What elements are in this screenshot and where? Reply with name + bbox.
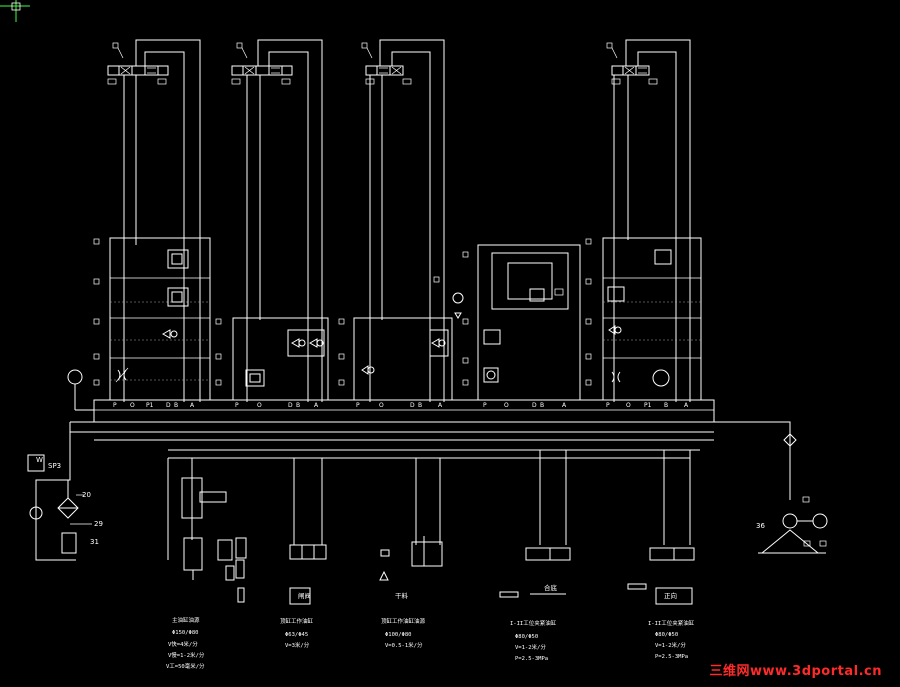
tag-29: 29	[94, 520, 103, 528]
port-label: D	[532, 402, 537, 409]
port-label: B	[418, 402, 422, 409]
caption-line: Φ80/Φ50	[515, 634, 538, 640]
cylinder-2: 闸阀	[289, 458, 327, 605]
cylinder-label: 正向	[664, 591, 677, 600]
caption-2: 顶缸工作油缸 Φ63/Φ45 V=3米/分	[280, 617, 314, 649]
cylinder-mid-label: 干料	[395, 591, 409, 600]
port-label: P1	[146, 402, 154, 409]
port-label: D	[288, 402, 293, 409]
cylinder-4: 合底	[499, 450, 571, 598]
caption-line: I-II工位夹紧油缸	[648, 619, 695, 627]
caption-line: Φ150/Φ80	[172, 630, 199, 636]
cylinder-label: 闸阀	[298, 591, 311, 600]
caption-5: I-II工位夹紧油缸 Φ80/Φ50 V=1-2米/分 P=2.5-3MPa	[648, 619, 695, 660]
caption-line: I-II工位夹紧油缸	[510, 619, 557, 627]
cylinder-5: 正向	[627, 450, 695, 605]
manifold-block-1	[109, 237, 211, 401]
port-labels: P O P1 D B A P O D B A P O D B A P O D B…	[113, 402, 689, 409]
port-label: A	[314, 402, 319, 409]
port-label: P	[113, 402, 117, 409]
caption-3: 顶缸工作油缸油源 Φ100/Φ80 V=0.5-1米/分	[381, 617, 426, 649]
port-label: B	[540, 402, 544, 409]
tag-31: 31	[90, 538, 99, 546]
pump-unit: 36	[714, 421, 828, 554]
directional-valve-4	[606, 42, 658, 85]
caption-line: P=2.5-3MPa	[655, 654, 688, 660]
port-label: B	[174, 402, 178, 409]
port-label: B	[664, 402, 668, 409]
callout-marks	[93, 238, 592, 386]
port-label: P	[356, 402, 360, 409]
caption-line: 顶缸工作油缸	[280, 617, 314, 625]
port-label: P	[483, 402, 487, 409]
caption-line: V=1-2米/分	[655, 641, 686, 649]
port-label: B	[296, 402, 300, 409]
caption-4: I-II工位夹紧油缸 Φ80/Φ50 V=1-2米/分 P=2.5-3MPa	[510, 619, 557, 662]
port-label: O	[379, 402, 384, 409]
port-label: O	[257, 402, 262, 409]
port-label: O	[626, 402, 631, 409]
left-supply-circuit: W SP3 20 29 31	[27, 369, 103, 561]
directional-valve-3	[361, 42, 412, 85]
port-label: A	[190, 402, 195, 409]
port-label: A	[562, 402, 567, 409]
port-label: P	[235, 402, 239, 409]
port-label: D	[166, 402, 171, 409]
port-label: P1	[644, 402, 652, 409]
manifold-block-3	[353, 317, 453, 401]
cylinder-main	[167, 458, 247, 603]
pipe-lines	[123, 39, 691, 402]
port-label: O	[130, 402, 135, 409]
port-label: P	[606, 402, 610, 409]
cylinder-label: 合底	[544, 583, 558, 592]
caption-line: Φ100/Φ80	[385, 632, 412, 638]
tag-20: 20	[82, 491, 91, 499]
port-rail	[70, 399, 715, 459]
port-label: O	[504, 402, 509, 409]
caption-line: V=1-2米/分	[515, 643, 546, 651]
caption-line: 主油缸油源	[172, 616, 200, 624]
watermark: 三维网www.3dportal.cn	[709, 664, 882, 679]
caption-line: V快=4米/分	[168, 640, 198, 648]
directional-valve-1	[107, 42, 169, 85]
caption-line: Φ80/Φ50	[655, 632, 678, 638]
directional-valve-2	[231, 42, 293, 85]
manifold-block-2	[232, 317, 329, 401]
manifold-block-5	[602, 237, 702, 401]
caption-line: V慢=1-2米/分	[168, 651, 205, 659]
caption-line: Φ63/Φ45	[285, 632, 308, 638]
tag-sp: SP3	[48, 462, 61, 470]
caption-line: V=0.5-1米/分	[385, 641, 423, 649]
tag-w: W	[36, 456, 43, 464]
cad-cursor	[0, 0, 30, 22]
caption-line: P=2.5-3MPa	[515, 656, 548, 662]
port-label: A	[684, 402, 689, 409]
cylinder-3	[379, 458, 443, 581]
caption-line: V工=50毫米/分	[166, 662, 205, 670]
cylinder-label: 干料	[395, 591, 409, 600]
port-label: D	[410, 402, 415, 409]
manifold-block-4	[452, 244, 581, 401]
caption-line: 顶缸工作油缸油源	[381, 617, 426, 625]
port-label: A	[438, 402, 443, 409]
caption-line: V=3米/分	[285, 641, 310, 649]
caption-1: 主油缸油源 Φ150/Φ80 V快=4米/分 V慢=1-2米/分 V工=50毫米…	[166, 616, 205, 670]
tag-36: 36	[756, 522, 765, 530]
